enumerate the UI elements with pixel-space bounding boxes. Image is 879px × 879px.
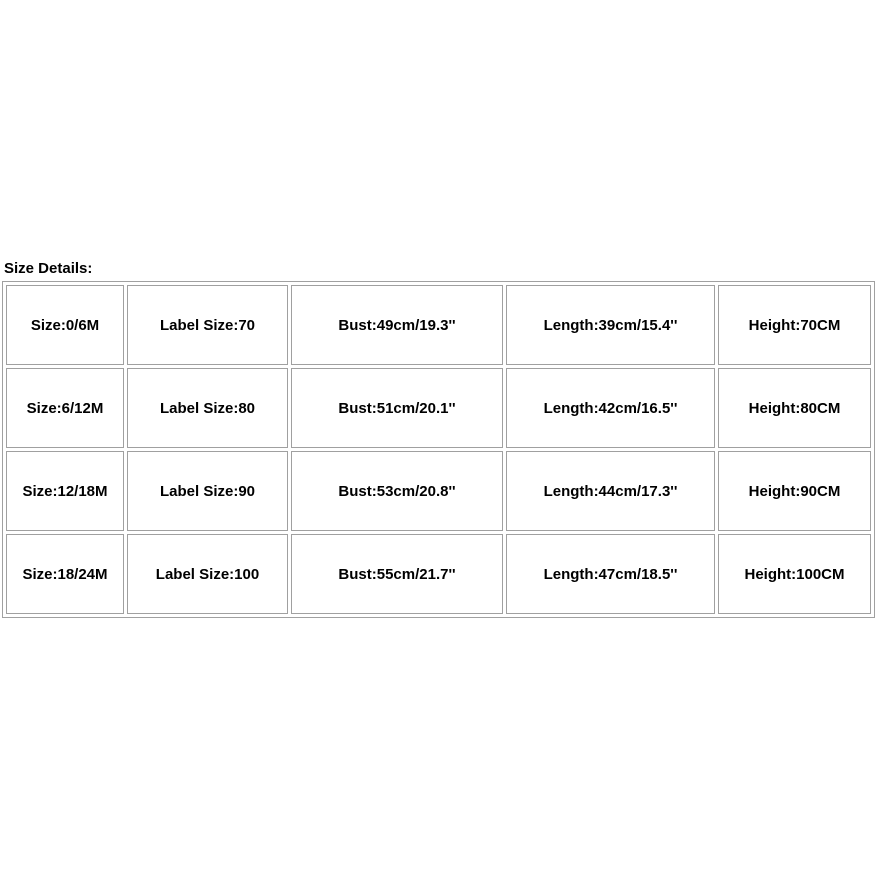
table-row: Size:6/12M Label Size:80 Bust:51cm/20.1'… bbox=[6, 368, 871, 448]
label-size-cell: Label Size:80 bbox=[127, 368, 288, 448]
table-row: Size:0/6M Label Size:70 Bust:49cm/19.3''… bbox=[6, 285, 871, 365]
label-size-cell: Label Size:70 bbox=[127, 285, 288, 365]
page-title: Size Details: bbox=[4, 260, 93, 277]
label-size-cell: Label Size:90 bbox=[127, 451, 288, 531]
height-cell: Height:80CM bbox=[718, 368, 871, 448]
size-cell: Size:18/24M bbox=[6, 534, 124, 614]
length-cell: Length:39cm/15.4'' bbox=[506, 285, 715, 365]
height-cell: Height:100CM bbox=[718, 534, 871, 614]
table-row: Size:12/18M Label Size:90 Bust:53cm/20.8… bbox=[6, 451, 871, 531]
size-cell: Size:0/6M bbox=[6, 285, 124, 365]
length-cell: Length:42cm/16.5'' bbox=[506, 368, 715, 448]
label-size-cell: Label Size:100 bbox=[127, 534, 288, 614]
table-row: Size:18/24M Label Size:100 Bust:55cm/21.… bbox=[6, 534, 871, 614]
size-cell: Size:12/18M bbox=[6, 451, 124, 531]
length-cell: Length:47cm/18.5'' bbox=[506, 534, 715, 614]
size-details-table: Size:0/6M Label Size:70 Bust:49cm/19.3''… bbox=[2, 281, 875, 618]
height-cell: Height:70CM bbox=[718, 285, 871, 365]
size-cell: Size:6/12M bbox=[6, 368, 124, 448]
bust-cell: Bust:49cm/19.3'' bbox=[291, 285, 503, 365]
bust-cell: Bust:53cm/20.8'' bbox=[291, 451, 503, 531]
bust-cell: Bust:51cm/20.1'' bbox=[291, 368, 503, 448]
height-cell: Height:90CM bbox=[718, 451, 871, 531]
length-cell: Length:44cm/17.3'' bbox=[506, 451, 715, 531]
bust-cell: Bust:55cm/21.7'' bbox=[291, 534, 503, 614]
